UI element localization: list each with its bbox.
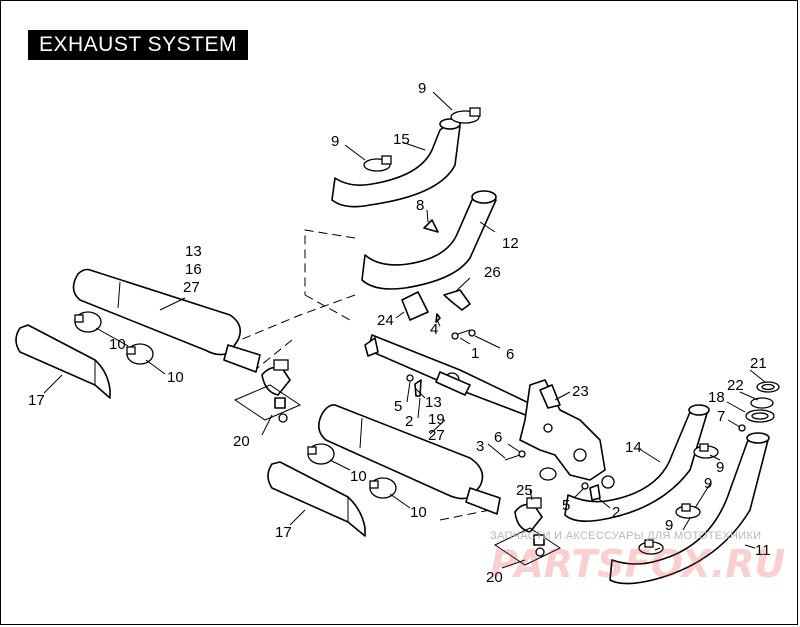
label-12: 12 — [502, 235, 519, 252]
label-13: 13 — [425, 394, 442, 411]
label-20: 20 — [233, 433, 250, 450]
acorn-nut — [423, 219, 439, 233]
label-7: 7 — [717, 408, 725, 425]
exhaust-gaskets — [745, 381, 780, 423]
upper-muffler-tip — [15, 324, 111, 399]
label-5: 5 — [562, 497, 570, 514]
label-10: 10 — [410, 504, 427, 521]
label-2: 2 — [405, 413, 413, 430]
muffler-clamp — [74, 311, 102, 333]
label-4: 4 — [430, 321, 438, 338]
label-14: 14 — [625, 439, 642, 456]
label-10: 10 — [109, 336, 126, 353]
label-17: 17 — [28, 392, 45, 409]
label-27: 27 — [183, 279, 200, 296]
muffler-clamp — [369, 477, 397, 499]
label-24: 24 — [377, 312, 394, 329]
lower-muffler-tip — [267, 461, 366, 537]
label-5: 5 — [394, 398, 402, 415]
exhaust-bracket — [519, 379, 615, 489]
label-15: 15 — [393, 131, 410, 148]
label-17: 17 — [275, 524, 292, 541]
fasteners — [406, 313, 746, 501]
hose-clamp — [450, 107, 481, 124]
watermark-text: ЗАПЧАСТИ И АКСЕССУАРЫ ДЛЯ МОТОТЕХНИКИ — [490, 530, 762, 542]
lower-muffler — [318, 404, 501, 515]
label-8: 8 — [416, 197, 424, 214]
label-21: 21 — [750, 355, 767, 372]
label-2: 2 — [612, 504, 620, 521]
label-11: 11 — [755, 542, 771, 559]
lower-clamp-bracket — [493, 497, 562, 566]
label-9: 9 — [418, 80, 426, 97]
leader-lines — [43, 91, 766, 569]
label-9: 9 — [665, 517, 673, 534]
mount-bracket — [443, 289, 471, 311]
label-10: 10 — [167, 369, 184, 386]
front-header-pipe — [361, 190, 497, 290]
upper-clamp-bracket — [233, 359, 302, 423]
label-13: 13 — [185, 243, 202, 260]
label-20: 20 — [486, 569, 503, 586]
label-25: 25 — [516, 482, 533, 499]
label-26: 26 — [484, 264, 501, 281]
label-18: 18 — [708, 389, 725, 406]
label-9: 9 — [716, 459, 724, 476]
right-header-pipe — [564, 404, 710, 522]
hose-clamp — [693, 443, 719, 459]
label-22: 22 — [727, 377, 744, 394]
label-9: 9 — [704, 475, 712, 492]
label-9: 9 — [331, 133, 339, 150]
hose-clamp — [675, 503, 701, 519]
hose-clamp — [638, 539, 664, 555]
watermark-brand: PARTSFOX.RU — [490, 542, 786, 586]
muffler-clamp — [307, 443, 335, 465]
label-27: 27 — [428, 427, 445, 444]
label-6: 6 — [506, 346, 514, 363]
callout-labels: 9 9 15 8 12 13 16 27 26 24 4 1 6 10 10 1… — [28, 80, 771, 586]
label-3: 3 — [476, 438, 484, 455]
lower-header-pipe — [609, 432, 770, 585]
muffler-clamp — [126, 343, 154, 365]
label-19: 19 — [428, 411, 445, 428]
label-23: 23 — [572, 383, 589, 400]
label-10: 10 — [350, 468, 367, 485]
label-6: 6 — [494, 429, 502, 446]
upper-muffler — [72, 268, 261, 373]
heat-shield-block — [401, 291, 429, 321]
hose-clamp — [363, 155, 392, 172]
label-1: 1 — [471, 345, 479, 362]
page-title: EXHAUST SYSTEM — [28, 30, 248, 60]
label-16: 16 — [185, 261, 202, 278]
